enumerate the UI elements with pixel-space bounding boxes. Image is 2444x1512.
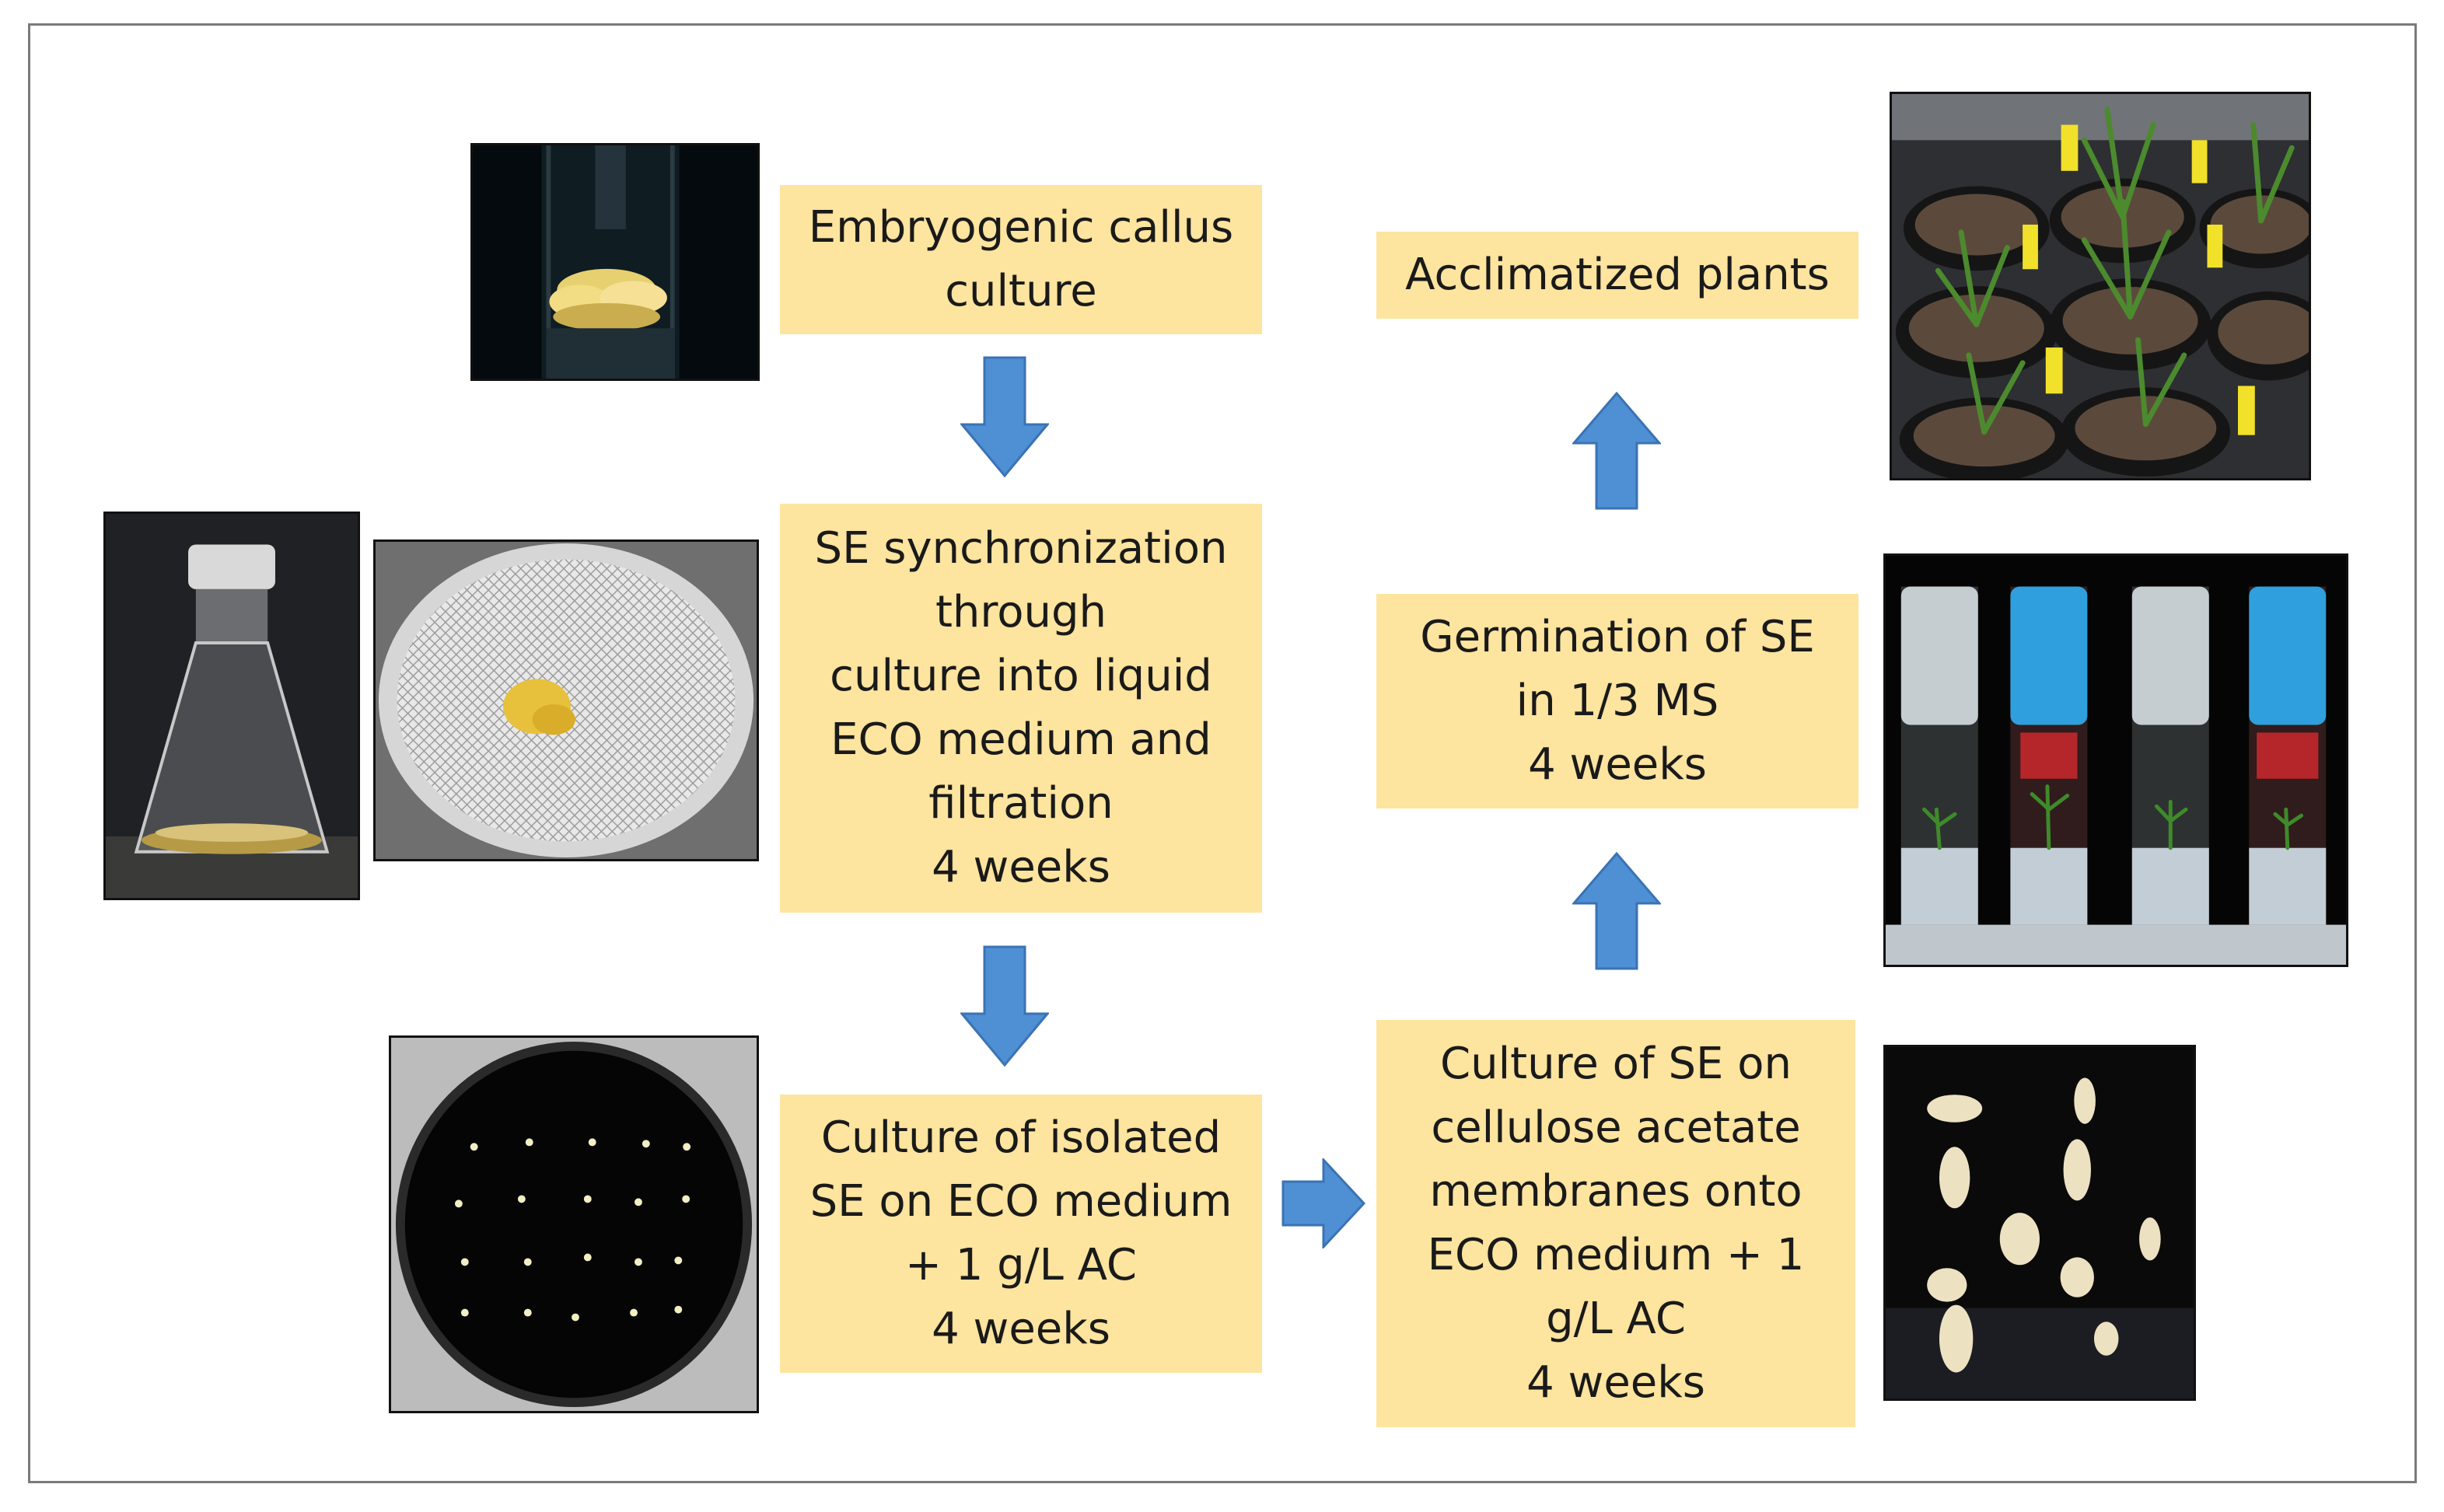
step-line: culture (945, 266, 1097, 316)
step-line: + 1 g/L AC (905, 1240, 1137, 1290)
step-embryogenic-callus: Embryogenic callus culture (780, 185, 1262, 334)
step-line: filtration (928, 778, 1114, 829)
step-line: ECO medium + 1 (1427, 1230, 1805, 1280)
filter-mesh-photo (373, 540, 759, 861)
step-germination: Germination of SE in 1/3 MS 4 weeks (1376, 594, 1858, 808)
petri-dish-embryos-photo (389, 1035, 759, 1413)
erlenmeyer-flask-photo (103, 512, 360, 900)
arrow-up-icon (1572, 852, 1661, 970)
step-line: SE on ECO medium (809, 1176, 1232, 1227)
step-acclimatized-plants: Acclimatized plants (1376, 232, 1858, 319)
step-line: in 1/3 MS (1516, 676, 1719, 726)
germination-tubes-photo (1883, 553, 2348, 967)
step-line: Embryogenic callus (808, 202, 1234, 253)
arrow-up-icon (1572, 392, 1661, 510)
step-se-synchronization: SE synchronization through culture into … (780, 504, 1262, 913)
step-culture-cellulose-membranes: Culture of SE on cellulose acetate membr… (1376, 1020, 1855, 1427)
arrow-right-icon (1281, 1158, 1365, 1248)
step-line: 4 weeks (932, 1304, 1110, 1354)
embryos-on-membrane-photo (1883, 1045, 2196, 1401)
step-culture-isolated-se: Culture of isolated SE on ECO medium + 1… (780, 1095, 1262, 1373)
potted-plants-photo (1890, 92, 2311, 480)
step-line: cellulose acetate (1431, 1102, 1801, 1153)
step-line: culture into liquid (830, 651, 1212, 701)
step-line: SE synchronization (814, 523, 1228, 574)
step-line: Germination of SE (1420, 612, 1815, 662)
step-line: Culture of SE on (1440, 1039, 1792, 1089)
arrow-down-icon (960, 945, 1049, 1067)
callus-tube-photo (470, 143, 760, 381)
step-line: 4 weeks (1526, 1357, 1705, 1408)
step-line: membranes onto (1429, 1166, 1802, 1217)
step-line: Culture of isolated (820, 1112, 1222, 1163)
step-line: through (935, 587, 1107, 637)
arrow-down-icon (960, 356, 1049, 477)
figure-frame (28, 23, 2417, 1483)
step-line: g/L AC (1546, 1294, 1686, 1344)
step-line: 4 weeks (1528, 739, 1707, 790)
step-line: ECO medium and (830, 714, 1212, 765)
step-line: 4 weeks (932, 842, 1110, 892)
step-line: Acclimatized plants (1405, 250, 1830, 300)
